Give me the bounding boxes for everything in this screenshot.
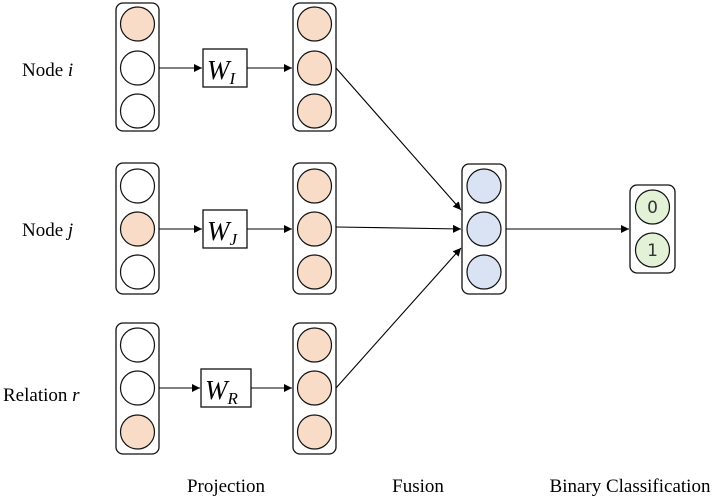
input-neuron (119, 327, 156, 363)
projected-neuron (296, 254, 333, 290)
output-vector: 0 1 (629, 184, 676, 274)
projected-neuron (296, 327, 333, 363)
input-neuron (119, 168, 156, 204)
input-neuron (119, 254, 156, 290)
weight-matrix-j: WJ (202, 209, 248, 249)
input-neuron (119, 50, 156, 86)
input-neuron (119, 211, 156, 247)
projected-neuron (296, 50, 333, 86)
svg-text:WI: WI (207, 55, 237, 88)
projected-neuron (296, 211, 333, 247)
input-vector-node-i (115, 2, 160, 132)
output-label-1: 1 (647, 241, 658, 261)
stage-label-binary-classification: Binary Classification (550, 476, 711, 497)
fusion-neuron (466, 168, 502, 204)
fusion-neuron (466, 254, 502, 290)
projected-vector-relation-r (292, 322, 337, 455)
projected-neuron (296, 93, 333, 129)
input-neuron (119, 414, 156, 450)
input-vector-relation-r (115, 322, 160, 455)
projected-neuron (296, 370, 333, 406)
svg-text:WJ: WJ (207, 216, 239, 249)
stage-label-fusion: Fusion (392, 476, 444, 497)
fusion-neuron (466, 211, 502, 247)
row-label-relation-r: Relation r (3, 385, 80, 406)
projected-neuron (296, 168, 333, 204)
projected-neuron (296, 414, 333, 450)
output-neuron-1 (634, 232, 671, 268)
stage-label-projection: Projection (187, 476, 266, 497)
fusion-vector (461, 163, 507, 295)
input-vector-node-j (115, 162, 160, 295)
input-neuron (119, 93, 156, 129)
row-label-node-i: Node i (22, 60, 73, 81)
output-neuron-0 (634, 189, 671, 225)
projected-vector-node-j (292, 162, 337, 295)
svg-text:WR: WR (205, 375, 239, 408)
input-neuron (119, 6, 156, 42)
input-neuron (119, 370, 156, 406)
weight-matrix-i: WI (202, 48, 248, 88)
weight-matrix-r: WR (200, 368, 252, 408)
projected-vector-node-i (292, 2, 337, 132)
arrow-projection-i-to-fusion (335, 67, 462, 211)
arrow-projection-r-to-fusion (335, 247, 462, 389)
row-label-node-j: Node j (22, 220, 73, 241)
output-label-0: 0 (647, 198, 658, 218)
projected-neuron (296, 6, 333, 42)
arrow-projection-j-to-fusion (335, 224, 462, 233)
